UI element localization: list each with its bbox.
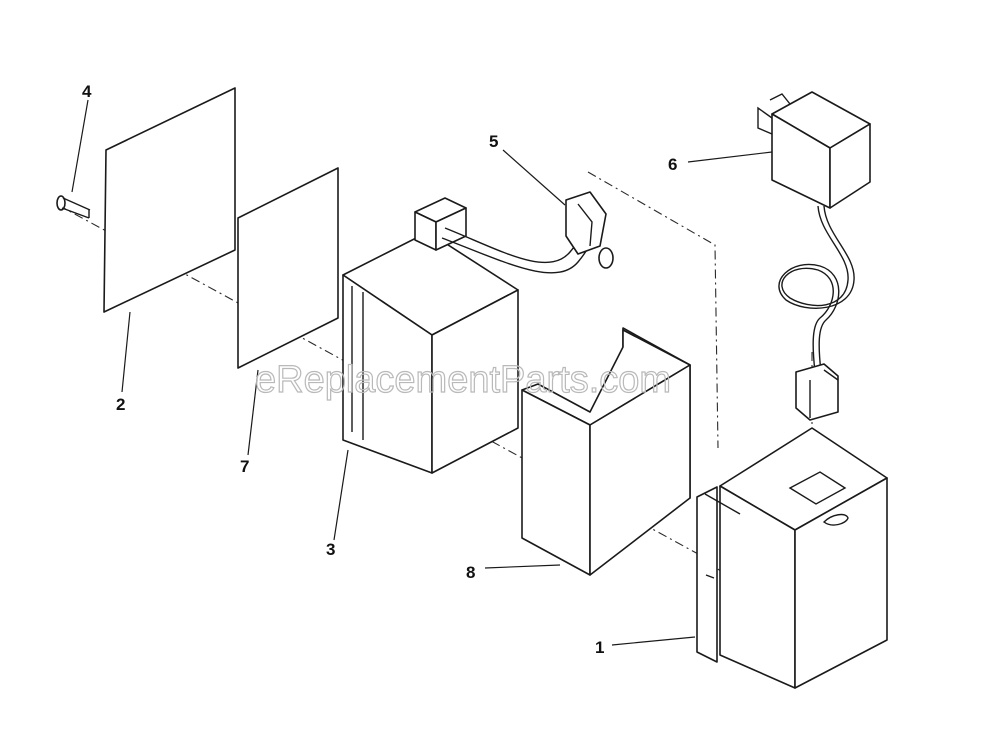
part-3-battery[interactable]: [342, 197, 519, 474]
leader-6: [687, 151, 773, 163]
part-6-ac-adapter[interactable]: [757, 91, 871, 421]
callout-1: 1: [595, 638, 604, 657]
leader-8: [484, 564, 561, 569]
callout-7: 7: [240, 457, 249, 476]
part-1-enclosure[interactable]: [696, 427, 888, 689]
leader-lines: [71, 99, 773, 646]
callout-4: 4: [82, 82, 92, 101]
callout-6: 6: [668, 155, 677, 174]
part-5-wire-connector[interactable]: [441, 191, 614, 274]
part-4-screw[interactable]: [56, 195, 91, 219]
leader-7: [247, 369, 259, 456]
callout-3: 3: [326, 540, 335, 559]
leader-5: [502, 149, 566, 206]
leader-4: [71, 99, 89, 193]
callout-8: 8: [466, 563, 475, 582]
part-8-battery-sleeve[interactable]: [521, 327, 691, 576]
callout-2: 2: [116, 395, 125, 414]
callout-5: 5: [489, 132, 498, 151]
leader-3: [333, 449, 349, 541]
part-2-cover-panel[interactable]: [103, 87, 236, 313]
leader-2: [121, 311, 131, 393]
leader-1: [611, 636, 696, 646]
callout-labels: 4 2 7 3 5 6 8 1: [82, 82, 677, 657]
part-7-insulation-pad[interactable]: [237, 167, 339, 369]
watermark: eReplacementParts.com: [255, 359, 671, 401]
